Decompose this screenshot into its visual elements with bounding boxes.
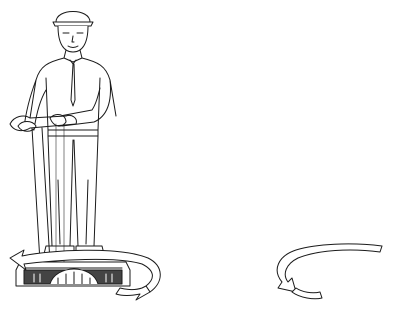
left-panel: [10, 12, 160, 301]
rider-left: [10, 12, 130, 287]
rotation-arrow-right: [277, 244, 382, 299]
